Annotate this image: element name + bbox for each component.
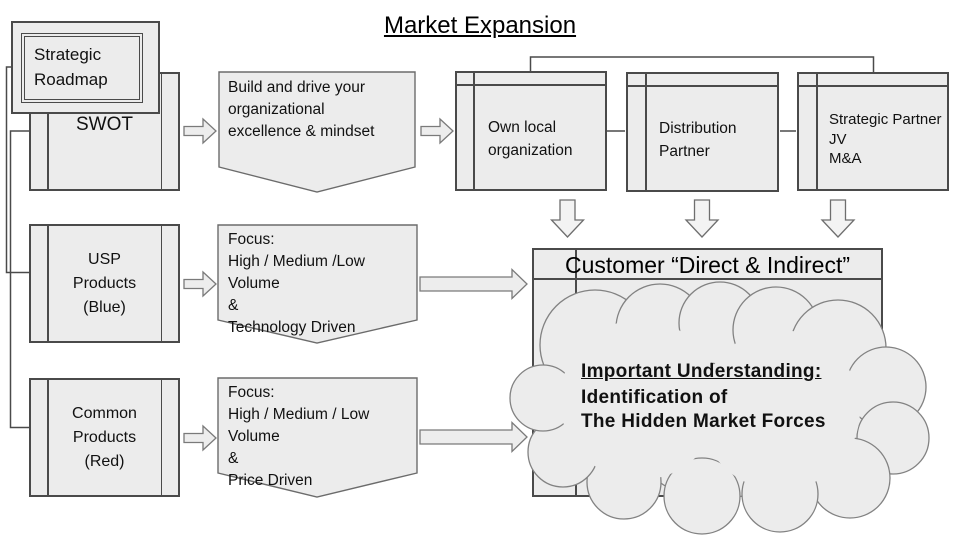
arrow-down-strategic-icon xyxy=(820,199,856,238)
strategic-partner-box: Strategic Partner JV M&A xyxy=(797,72,949,191)
pentagon-focus-usp xyxy=(217,224,418,344)
distribution-vline xyxy=(645,74,647,190)
arrow-build-to-ownlocal-icon xyxy=(420,117,454,145)
connector-roadmap-to-usp xyxy=(5,66,29,274)
distribution-partner-label: Distribution Partner xyxy=(659,120,737,160)
arrow-common-to-focus-icon xyxy=(183,424,217,452)
usp-products-box: USP Products (Blue) xyxy=(29,224,180,343)
common-products-box: Common Products (Red) xyxy=(29,378,180,497)
common-left-stripe xyxy=(47,380,49,495)
arrow-swot-to-build-icon xyxy=(183,117,217,145)
own-local-vline xyxy=(473,73,475,189)
customer-hline xyxy=(534,278,881,280)
distribution-partner-box: Distribution Partner xyxy=(626,72,779,192)
strategic-roadmap-label: Strategic Roadmap xyxy=(34,45,108,89)
customer-title: Customer “Direct & Indirect” xyxy=(564,252,850,278)
swot-left-stripe xyxy=(47,74,49,189)
page-title: Market Expansion xyxy=(383,12,577,39)
common-right-stripe xyxy=(160,380,162,495)
strategic-partner-label: Strategic Partner JV M&A xyxy=(829,111,942,167)
arrow-down-distribution-icon xyxy=(684,199,720,238)
own-local-box: Own local organization xyxy=(455,71,607,191)
connector-swot-to-common xyxy=(9,130,29,429)
focus-common-label: Focus: High / Medium / Low Volume & Pric… xyxy=(228,384,370,489)
swot-right-stripe xyxy=(160,74,162,189)
own-local-label: Own local organization xyxy=(488,119,573,159)
arrow-focuscommon-to-customer-icon xyxy=(419,420,528,454)
connector-top-bracket xyxy=(529,56,875,72)
strategic-partner-hline xyxy=(799,85,947,87)
usp-right-stripe xyxy=(160,226,162,341)
cloud-bump xyxy=(560,320,720,480)
usp-left-stripe xyxy=(47,226,49,341)
strategic-partner-vline xyxy=(816,74,818,189)
build-mindset-label: Build and drive your organizational exce… xyxy=(228,79,375,140)
arrow-down-ownlocal-icon xyxy=(549,199,586,238)
distribution-hline xyxy=(628,85,777,87)
pentagon-focus-common xyxy=(217,377,418,498)
arrow-usp-to-focus-icon xyxy=(183,270,217,298)
cloud-bump xyxy=(663,457,741,535)
strategic-roadmap-inner-box: Strategic Roadmap xyxy=(21,33,143,103)
cloud-body-text: Identification of The Hidden Market Forc… xyxy=(581,387,826,432)
swot-label: SWOT xyxy=(76,113,133,135)
common-products-label: Common Products (Red) xyxy=(72,404,137,470)
cloud-bump xyxy=(700,330,860,490)
usp-products-label: USP Products (Blue) xyxy=(72,250,137,316)
pentagon-build-mindset xyxy=(218,71,416,193)
focus-usp-label: Focus: High / Medium /Low Volume & Techn… xyxy=(228,231,365,336)
cloud-heading: Important Understanding: xyxy=(581,361,822,382)
arrow-focususp-to-customer-icon xyxy=(419,267,528,301)
own-local-hline xyxy=(457,84,605,86)
